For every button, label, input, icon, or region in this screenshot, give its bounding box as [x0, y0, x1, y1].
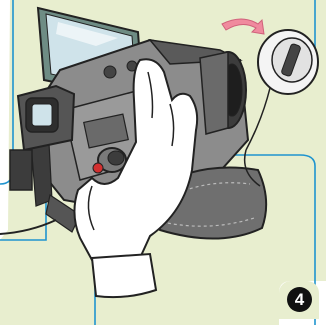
- step-number: 4: [287, 287, 312, 312]
- step-number-badge: 4: [279, 281, 319, 319]
